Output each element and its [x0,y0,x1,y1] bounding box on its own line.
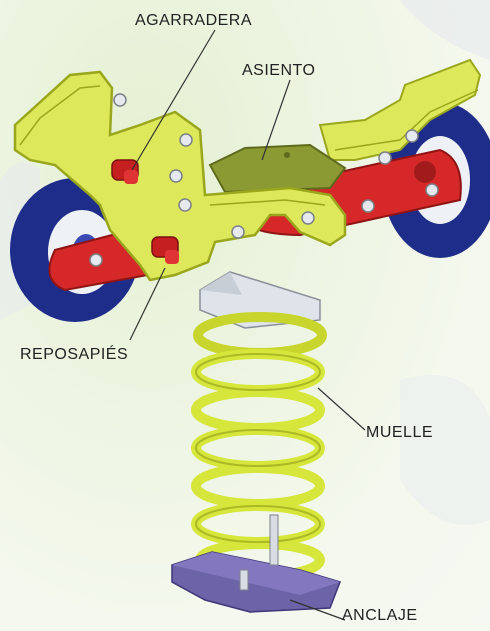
label-agarradera: AGARRADERA [135,12,252,30]
label-asiento: ASIENTO [242,62,315,80]
label-muelle: MUELLE [366,424,433,442]
grip-knob [112,160,138,184]
seat [210,145,345,192]
label-reposapies: REPOSAPIÉS [20,346,128,364]
label-anclaje: ANCLAJE [342,607,418,625]
